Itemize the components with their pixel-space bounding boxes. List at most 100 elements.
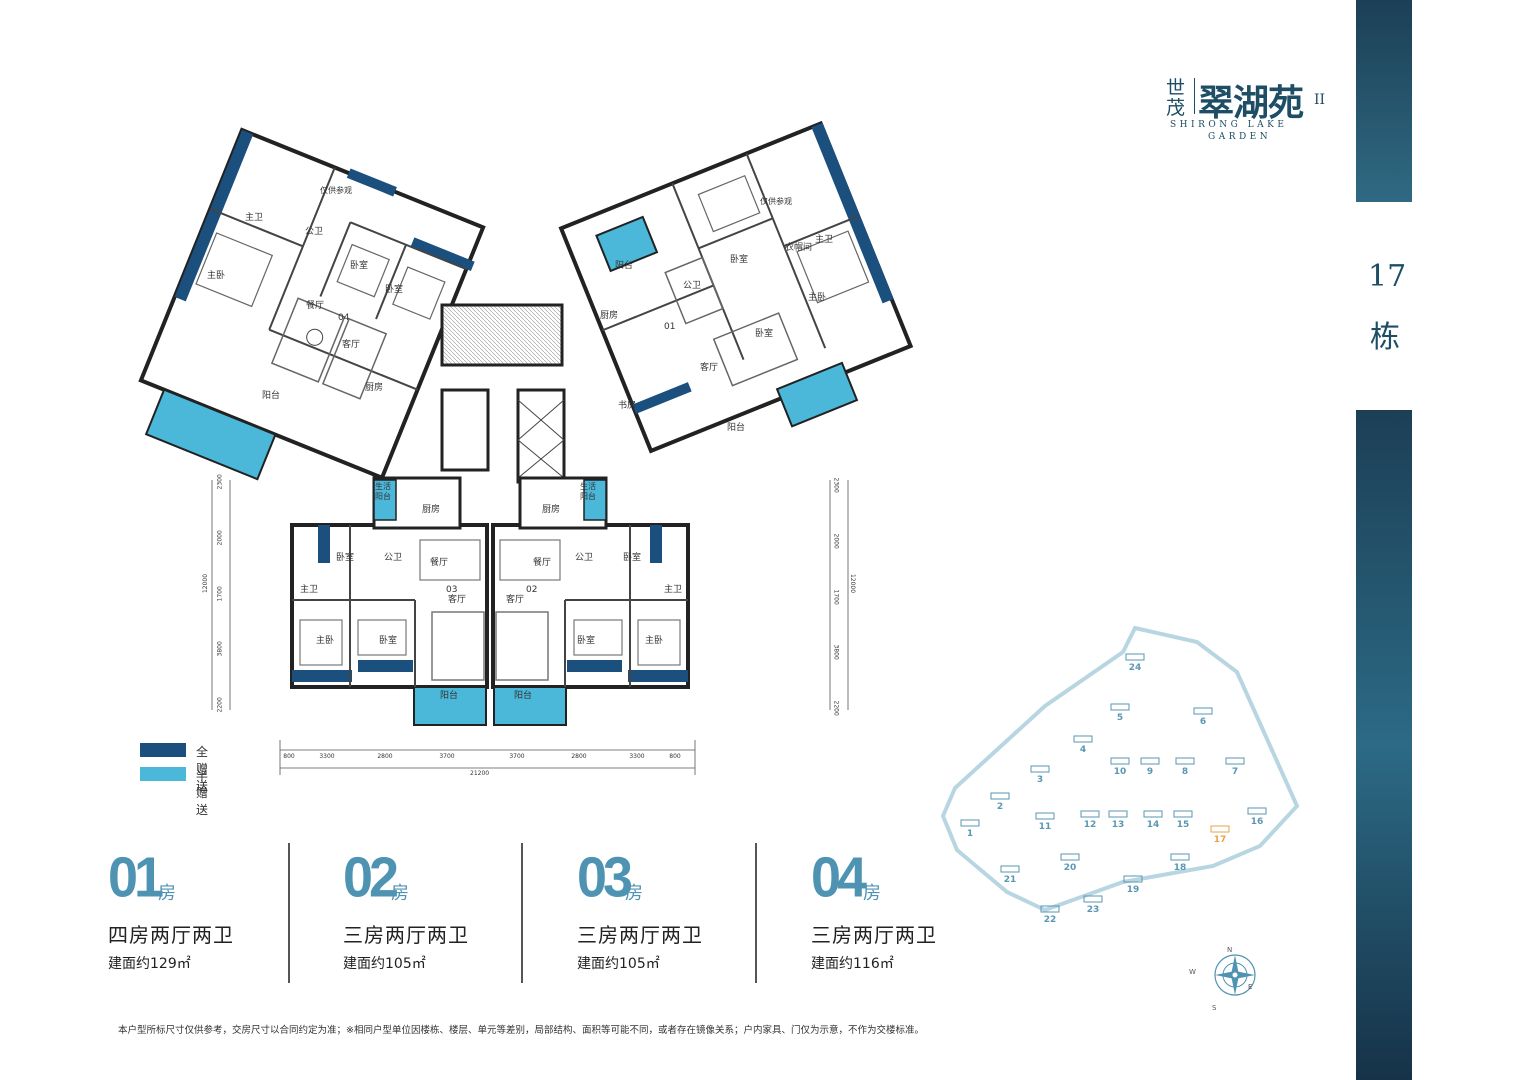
brand-divider <box>1194 78 1195 114</box>
dim-bottom-6: 3300 <box>629 753 645 760</box>
site-building-7 <box>1225 757 1245 765</box>
room-label-living-02: 客厅 <box>506 595 525 605</box>
unit-suffix: 房 <box>863 883 881 904</box>
site-building-17 <box>1210 825 1230 833</box>
room-label-equip-04: 仅供参观 <box>320 186 352 195</box>
site-building-10 <box>1110 757 1130 765</box>
room-label-balcony-04: 阳台 <box>262 391 281 401</box>
compass-icon <box>1214 954 1256 996</box>
site-building-label-10: 10 <box>1114 767 1127 777</box>
room-label-bedroom-04a: 卧室 <box>350 261 369 271</box>
unit-number: 02 <box>343 846 399 910</box>
unit-02-plan <box>491 476 690 726</box>
column-divider <box>521 843 523 983</box>
room-label-service-balcony-02: 生活阳台 <box>580 482 596 501</box>
dim-left-4: 2200 <box>216 697 224 713</box>
room-label-balcony-02: 阳台 <box>514 691 533 701</box>
unit-area: 建面约116㎡ <box>811 956 894 972</box>
site-building-label-16: 16 <box>1251 817 1264 827</box>
room-label-bedroom-02a: 卧室 <box>623 553 642 563</box>
dim-left-0: 2300 <box>216 474 224 490</box>
site-building-18 <box>1170 853 1190 861</box>
room-label-master-bedroom-03: 主卧 <box>316 636 335 646</box>
site-building-16 <box>1247 807 1267 815</box>
room-label-master-bath-04: 主卫 <box>245 213 264 223</box>
site-building-label-8: 8 <box>1182 767 1188 777</box>
unit-number: 03 <box>577 846 633 910</box>
room-label-kitchen-01: 厨房 <box>600 311 619 321</box>
site-building-label-2: 2 <box>997 802 1003 812</box>
site-building-5 <box>1110 703 1130 711</box>
dim-bottom-4: 3700 <box>509 753 525 760</box>
site-building-label-11: 11 <box>1039 822 1052 832</box>
unit-area: 建面约129㎡ <box>108 956 191 972</box>
unit-layout: 三房两厅两卫 <box>577 923 703 947</box>
room-label-public-bath-01: 公卫 <box>683 281 702 291</box>
dimension-total-right: 12000 <box>849 573 857 594</box>
site-building-label-13: 13 <box>1112 820 1125 830</box>
unit-tag-01: 01 <box>664 322 676 332</box>
decorative-bar-top <box>1356 0 1412 202</box>
dim-right-1: 2000 <box>832 533 840 549</box>
floor-plan <box>138 120 914 775</box>
site-building-15 <box>1173 810 1193 818</box>
brand-english-line1: SHIRONG LAKE <box>1170 120 1288 130</box>
compass-s: S <box>1212 1004 1217 1012</box>
brand-english-line2: GARDEN <box>1208 132 1272 142</box>
site-building-20 <box>1060 853 1080 861</box>
unit-suffix: 房 <box>391 883 409 904</box>
site-building-13 <box>1108 810 1128 818</box>
room-label-kitchen-02: 厨房 <box>542 505 561 515</box>
unit-layout: 三房两厅两卫 <box>343 923 469 947</box>
room-label-dining-02: 餐厅 <box>533 558 552 568</box>
room-label-service-balcony-03: 生活阳台 <box>375 482 391 501</box>
site-building-11 <box>1035 812 1055 820</box>
unit-number: 01 <box>108 846 164 910</box>
room-label-public-bath-02: 公卫 <box>575 553 594 563</box>
unit-number: 04 <box>811 846 867 910</box>
room-label-master-bath-02: 主卫 <box>664 585 683 595</box>
site-building-label-19: 19 <box>1127 885 1140 895</box>
room-label-master-bedroom-01: 主卧 <box>808 293 827 303</box>
site-building-label-14: 14 <box>1147 820 1160 830</box>
site-building-label-21: 21 <box>1004 875 1017 885</box>
site-building-19 <box>1123 875 1143 883</box>
site-boundary <box>940 625 1300 913</box>
unit-03-plan <box>290 476 489 726</box>
site-building-8 <box>1175 757 1195 765</box>
brand-prefix: 世茂 <box>1166 77 1186 119</box>
room-label-balcony-01a: 阳台 <box>615 261 634 271</box>
compass-w: W <box>1189 968 1196 976</box>
brand-logo: 世茂 翠湖苑 II SHIRONG LAKE GARDEN <box>1166 74 1346 146</box>
site-building-label-3: 3 <box>1037 775 1043 785</box>
room-label-bedroom-02b: 卧室 <box>577 636 596 646</box>
site-building-2 <box>990 792 1010 800</box>
dim-bottom-3: 3700 <box>439 753 455 760</box>
unit-tag-02: 02 <box>526 585 538 595</box>
unit-layout: 四房两厅两卫 <box>108 923 234 947</box>
decorative-bar-bottom <box>1356 410 1412 1080</box>
compass-n: N <box>1227 946 1233 954</box>
unit-summary-03: 03 房 三房两厅两卫 建面约105㎡ <box>577 845 807 980</box>
room-label-living-04: 客厅 <box>342 340 361 350</box>
dimension-total-left: 12000 <box>202 573 210 594</box>
dimension-total-bottom: 21200 <box>470 770 490 777</box>
site-building-1 <box>960 819 980 827</box>
building-unit-label: 栋 <box>1370 320 1400 355</box>
site-building-label-20: 20 <box>1064 863 1077 873</box>
unit-summary-01: 01 房 四房两厅两卫 建面约129㎡ <box>108 845 338 980</box>
room-label-study-01: 书房 <box>618 401 637 411</box>
site-building-label-24: 24 <box>1129 663 1142 673</box>
room-label-bedroom-03b: 卧室 <box>379 636 398 646</box>
site-building-12 <box>1080 810 1100 818</box>
legend-label-half: 半赠送 <box>196 769 209 817</box>
brand-name: 翠湖苑 <box>1198 82 1304 124</box>
room-label-master-bath-01: 主卫 <box>815 235 834 245</box>
site-building-label-17: 17 <box>1214 835 1227 845</box>
room-label-dining-04: 餐厅 <box>306 301 325 311</box>
site-building-label-12: 12 <box>1084 820 1097 830</box>
dimension-values-left: 2300 2000 1700 3800 2200 <box>214 474 226 713</box>
room-label-bedroom-04b: 卧室 <box>385 285 404 295</box>
